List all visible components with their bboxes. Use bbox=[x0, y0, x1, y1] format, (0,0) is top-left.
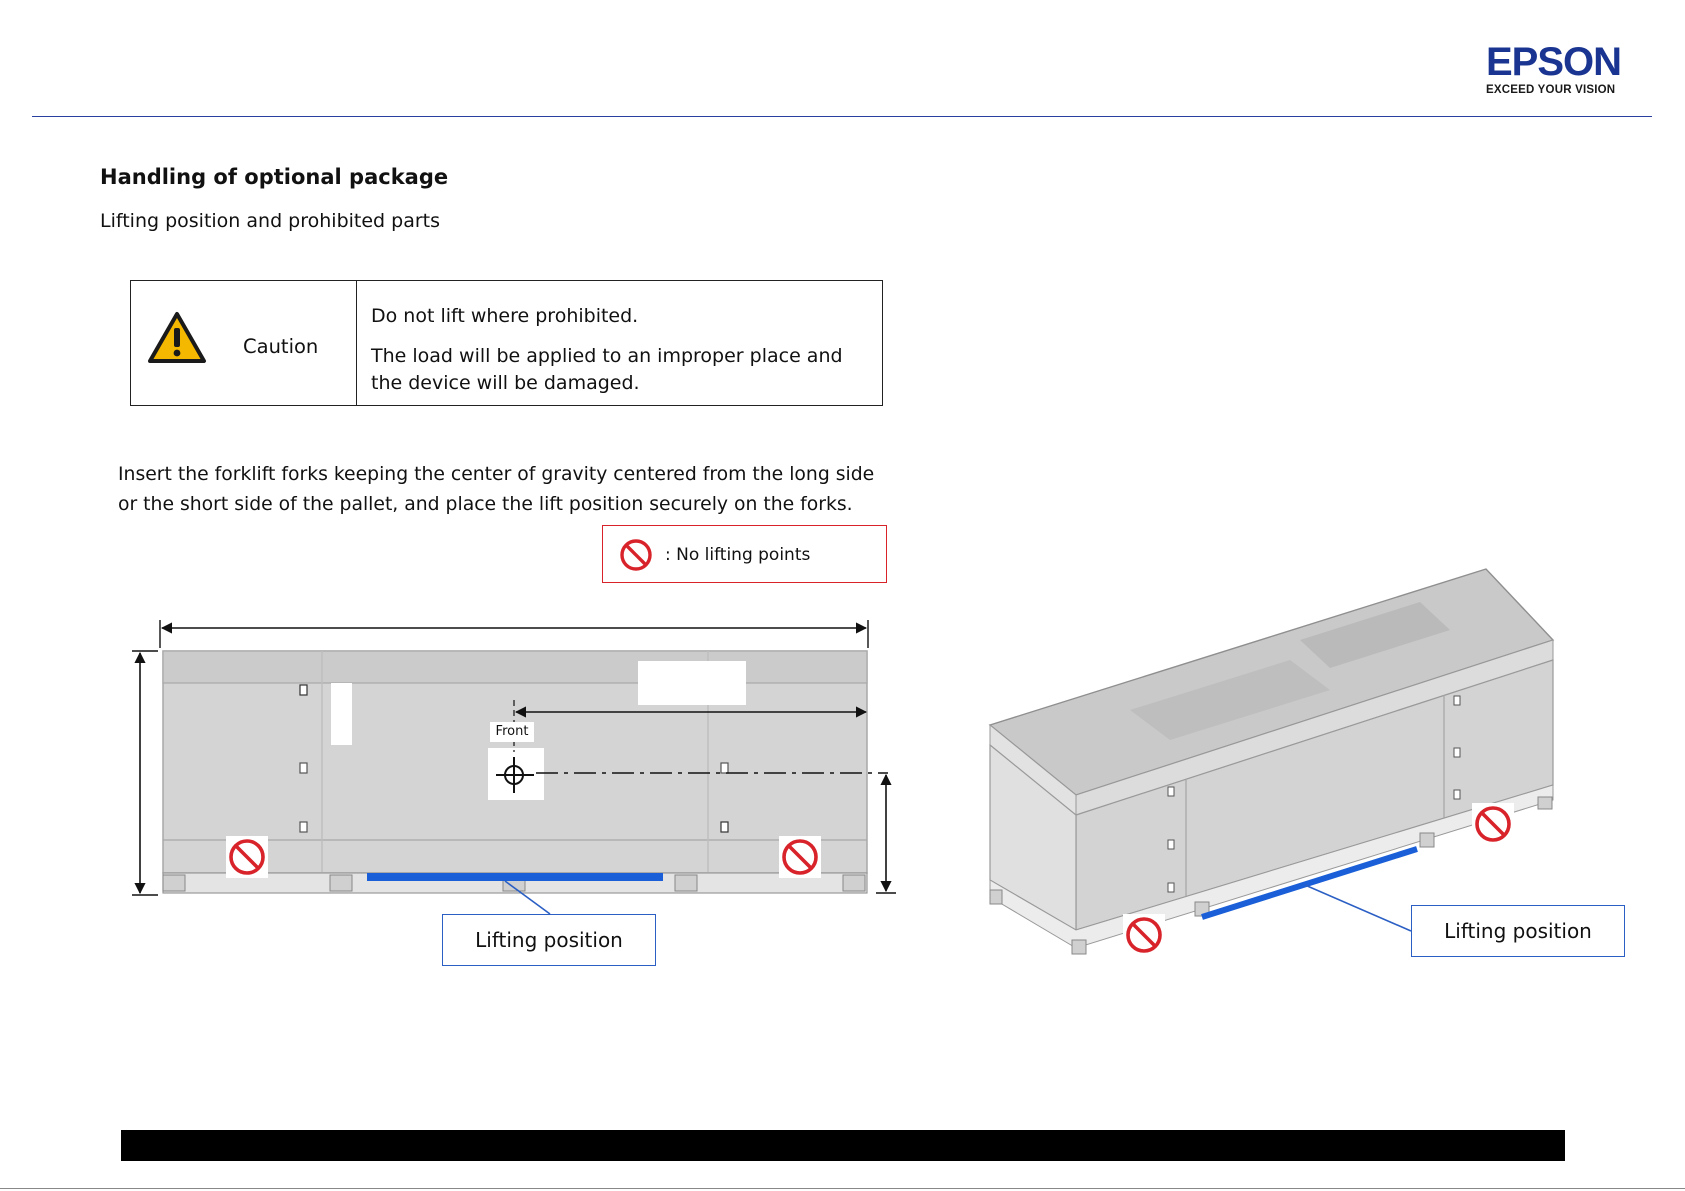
warning-triangle-icon bbox=[148, 312, 206, 363]
caution-detail: The load will be applied to an improper … bbox=[371, 345, 843, 394]
lifting-callout-leader bbox=[504, 880, 551, 915]
iso-prohibited-marker-right bbox=[1472, 803, 1514, 845]
iso-lifting-callout-leader bbox=[1304, 884, 1412, 932]
iso-lifting-position-bar bbox=[1201, 846, 1418, 920]
page-subtitle: Lifting position and prohibited parts bbox=[100, 210, 441, 232]
caution-message: Do not lift where prohibited. bbox=[371, 305, 639, 327]
lifting-position-bar bbox=[367, 873, 663, 881]
prohibited-marker-right bbox=[779, 836, 821, 878]
dimension-label-blank bbox=[638, 661, 746, 705]
prohibited-icon bbox=[620, 539, 652, 571]
crate-isometric-body bbox=[988, 568, 1555, 955]
header-divider bbox=[32, 116, 1652, 117]
cog-height-dimension bbox=[876, 773, 896, 894]
lifting-position-callout: Lifting position bbox=[442, 914, 656, 966]
center-of-gravity-mark bbox=[488, 700, 888, 800]
legend-text: : No lifting points bbox=[665, 545, 811, 565]
height-dimension bbox=[132, 650, 158, 896]
page-title: Handling of optional package bbox=[100, 165, 449, 189]
front-label-bg bbox=[490, 722, 534, 742]
logo-tagline: EXCEED YOUR VISION bbox=[1486, 84, 1616, 96]
legend-box: : No lifting points bbox=[602, 525, 887, 583]
iso-lifting-position-callout: Lifting position bbox=[1411, 905, 1625, 957]
caution-divider bbox=[356, 281, 358, 405]
epson-logo: EPSON EXCEED YOUR VISION bbox=[1486, 42, 1634, 96]
logo-wordmark: EPSON bbox=[1486, 40, 1622, 84]
bottom-divider bbox=[0, 1188, 1685, 1189]
width-dimension bbox=[159, 620, 869, 648]
front-label: Front bbox=[495, 724, 529, 739]
iso-prohibited-marker-left bbox=[1123, 914, 1165, 956]
prohibited-marker-left bbox=[226, 836, 268, 878]
caution-label: Caution bbox=[243, 335, 319, 358]
caution-table: Caution Do not lift where prohibited. Th… bbox=[130, 280, 883, 406]
instruction-text: Insert the forklift forks keeping the ce… bbox=[118, 464, 875, 515]
footer-bar bbox=[121, 1130, 1565, 1161]
